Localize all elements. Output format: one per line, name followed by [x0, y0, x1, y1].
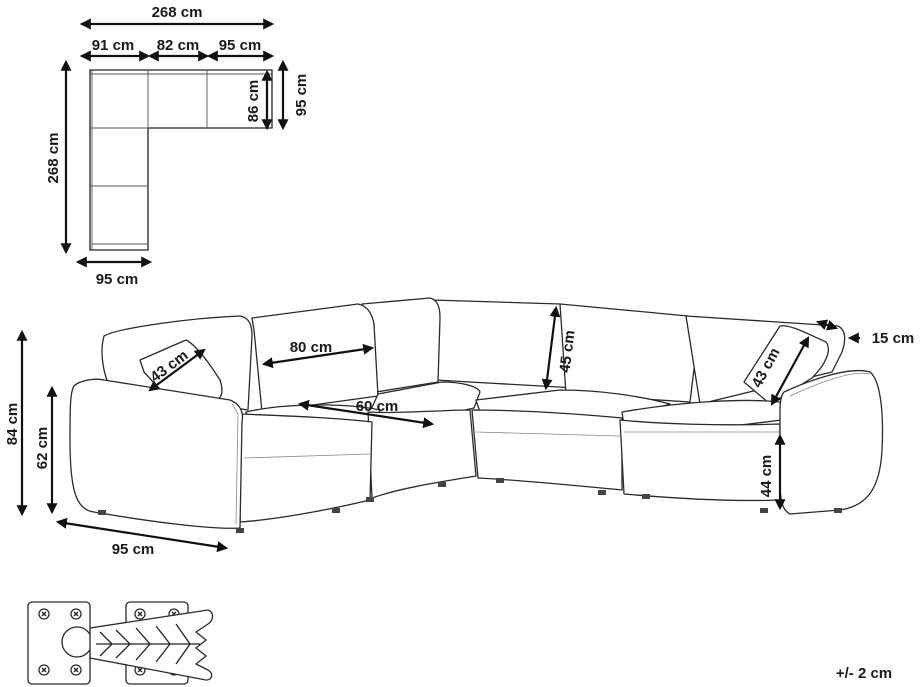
module-base-middle-right: [471, 409, 623, 491]
total-height-label: 84 cm: [4, 403, 21, 446]
plan-overall-length-label: 268 cm: [45, 133, 62, 184]
arm-height-label: 62 cm: [34, 427, 51, 470]
arm-thickness-label: 15 cm: [872, 330, 915, 347]
module-base-left: [239, 413, 373, 523]
backrest-height-label: 45 cm: [557, 329, 579, 373]
plan-depth-total-label: 95 cm: [293, 74, 310, 117]
back-cushion-corner-left: [361, 297, 441, 393]
tolerance-label: +/- 2 cm: [836, 665, 892, 682]
back-cushion-right: [559, 303, 700, 403]
seat-height-label: 44 cm: [758, 455, 775, 498]
back-cushion-corner-right: [431, 299, 581, 389]
plan-segment-left-label: 91 cm: [92, 37, 135, 54]
plan-arm-width-label: 95 cm: [96, 271, 139, 288]
backrest-width-label: 80 cm: [290, 339, 333, 356]
plan-segment-right-label: 95 cm: [219, 37, 262, 54]
arm-right: [779, 369, 884, 515]
back-cushion-middle-left: [251, 303, 379, 413]
sofa-perspective: 84 cm 62 cm 95 cm 80 cm 60 cm 45 cm 43 c…: [4, 297, 915, 558]
plan-segment-middle-label: 82 cm: [157, 37, 200, 54]
plan-depth-back-label: 86 cm: [245, 80, 262, 123]
plan-overall-width-label: 268 cm: [152, 4, 203, 21]
seat-depth-label: 60 cm: [356, 398, 399, 415]
arm-left: [69, 378, 244, 529]
module-depth-label: 95 cm: [112, 541, 155, 558]
plan-view: 268 cm 91 cm 82 cm 95 cm 86 cm 95 cm 268…: [45, 4, 310, 288]
connector-clip-icon: [27, 601, 214, 685]
